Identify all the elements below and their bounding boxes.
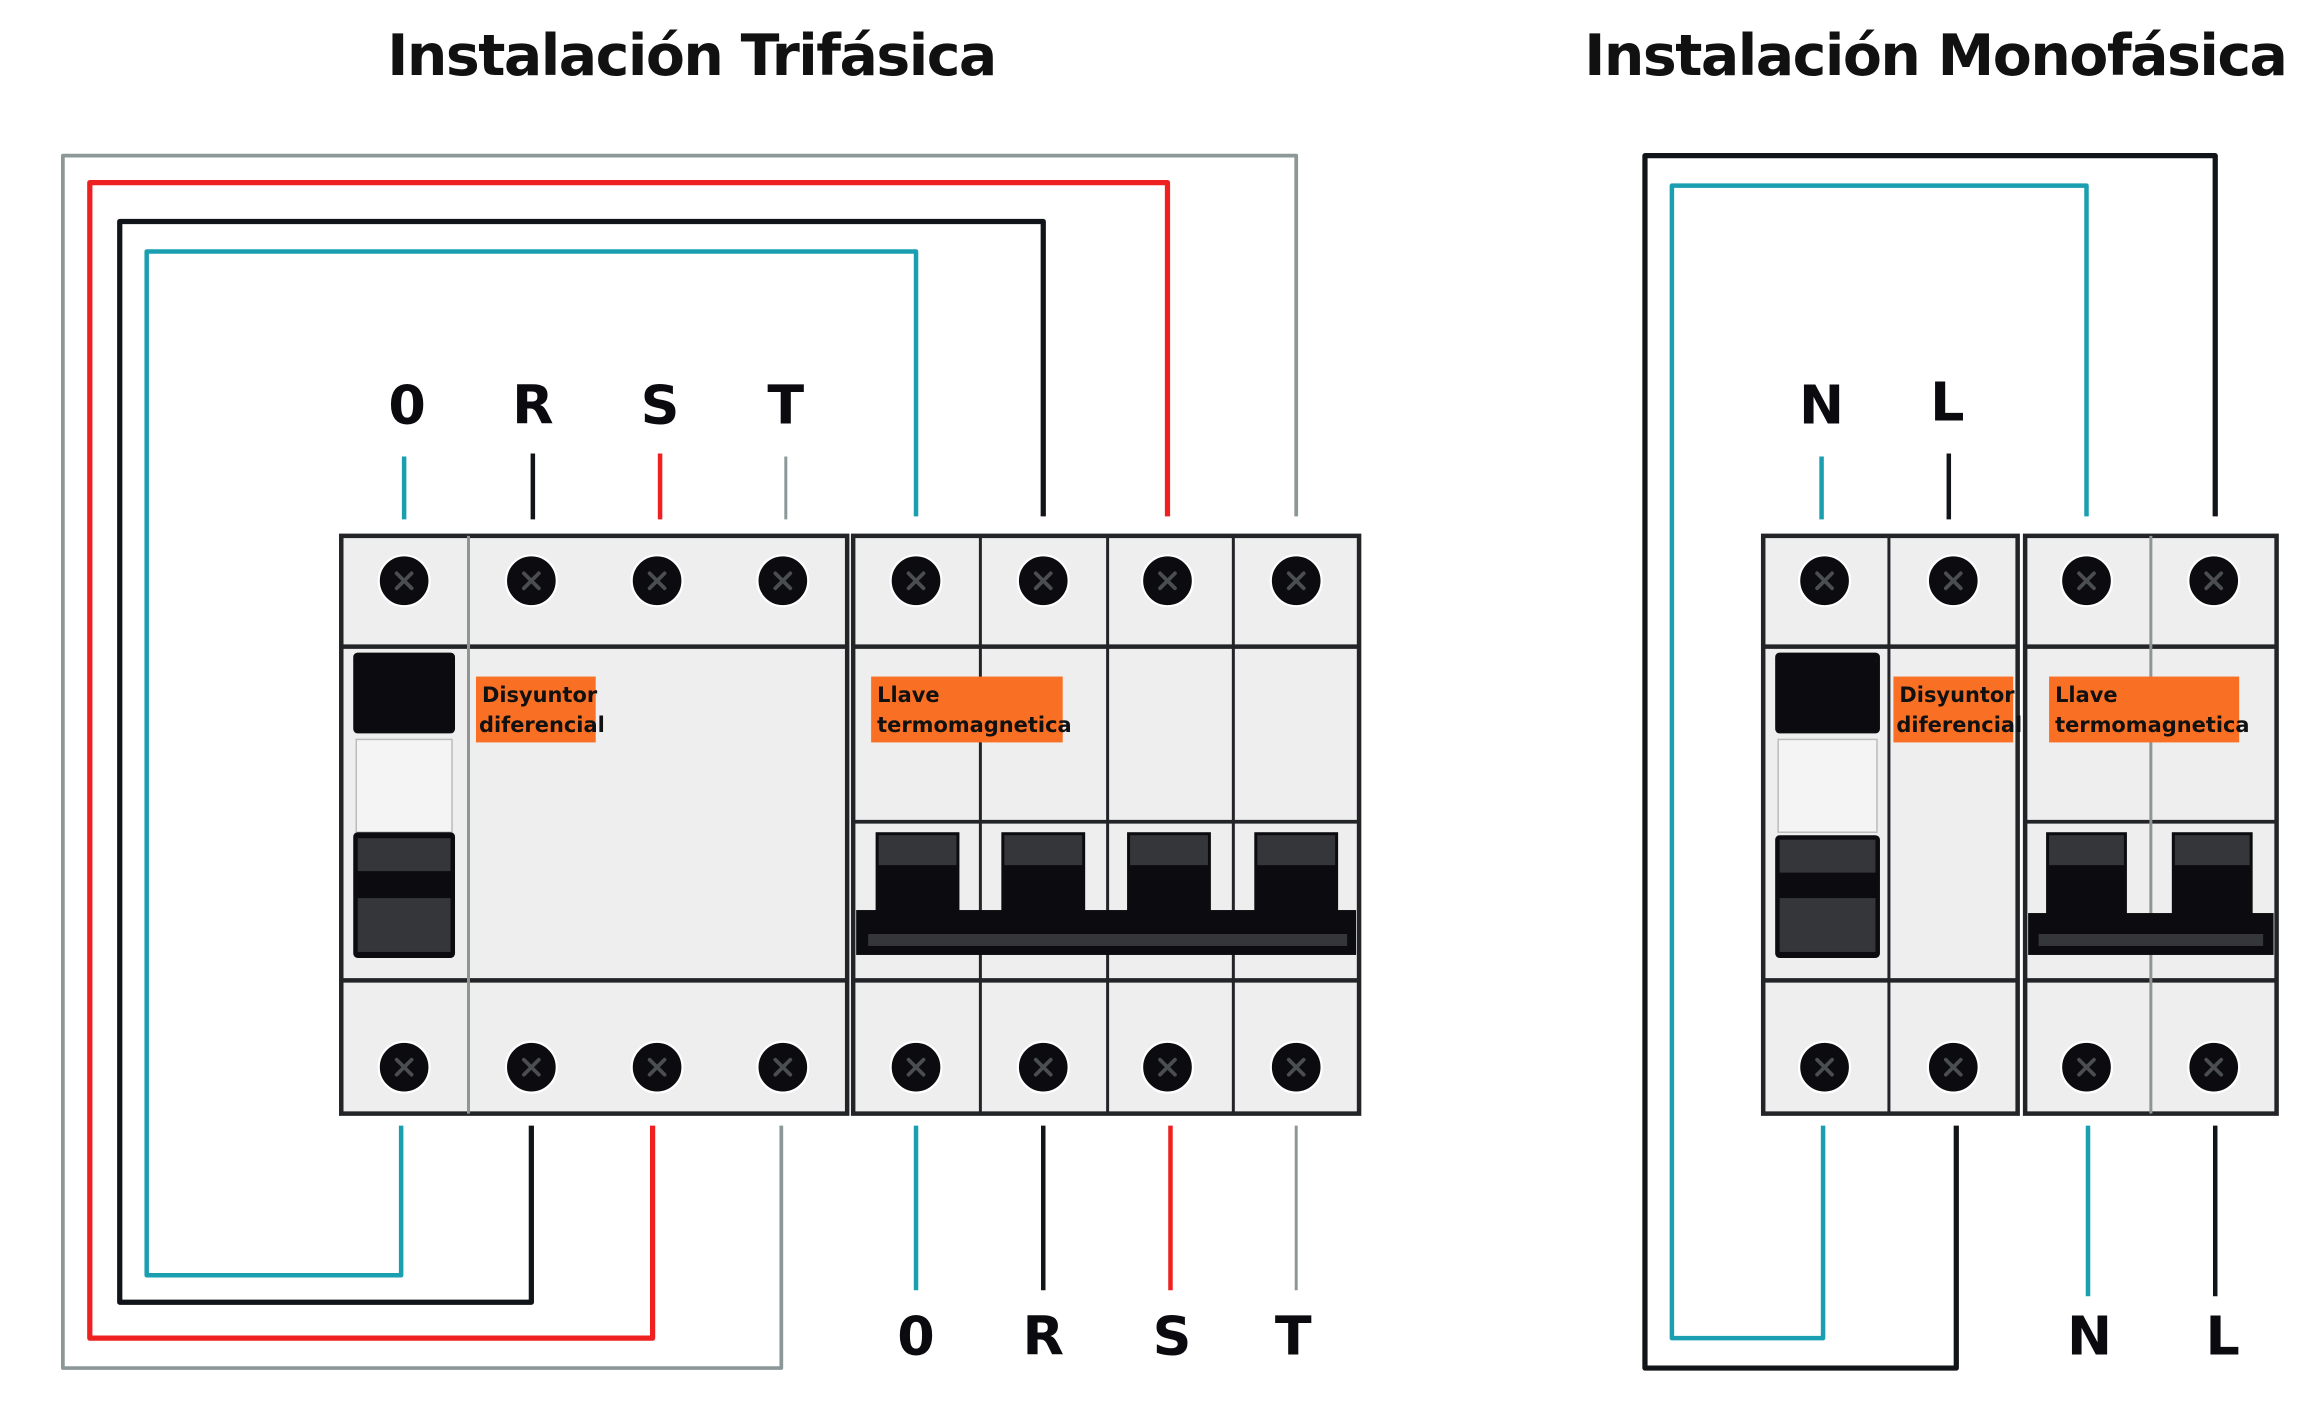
rcd-tag-line2: diferencial	[479, 713, 605, 737]
mono-mcb-tag: Llave termomagnetica	[2049, 676, 2250, 743]
tri-top-label-0: 0	[388, 374, 426, 437]
wire-n-loop	[1669, 183, 2089, 1341]
terminal-screw-icon[interactable]	[756, 554, 810, 608]
tri-top-label-s: S	[641, 374, 680, 437]
terminal-screw-icon[interactable]	[1926, 1040, 1980, 1094]
terminal-screw-icon[interactable]	[756, 1040, 810, 1094]
mono-rcd-tag-line1: Disyuntor	[1899, 683, 2015, 707]
terminal-screw-icon[interactable]	[1269, 554, 1323, 608]
mono-mcb-tag-line1: Llave	[2055, 683, 2118, 707]
terminal-screw-icon[interactable]	[1798, 554, 1852, 608]
mcb-tag: Llave termomagnetica	[871, 676, 1072, 743]
mono-rcd-tag: Disyuntor diferencial	[1893, 676, 2022, 743]
terminal-screw-icon[interactable]	[377, 554, 431, 608]
wire-r-loop	[117, 218, 1046, 1305]
tri-mcb-device: Llave termomagnetica	[850, 533, 1362, 1116]
terminal-screw-icon[interactable]	[1926, 554, 1980, 608]
wire-neutral-loop	[144, 249, 919, 1278]
terminal-screw-icon[interactable]	[1798, 1040, 1852, 1094]
rcd-tag-line1: Disyuntor	[482, 683, 598, 707]
terminal-screw-icon[interactable]	[630, 1040, 684, 1094]
terminal-screw-icon[interactable]	[1269, 1040, 1323, 1094]
tri-bottom-label-s: S	[1153, 1305, 1192, 1368]
terminal-screw-icon[interactable]	[1140, 1040, 1195, 1094]
tri-bottom-label-t: T	[1275, 1305, 1312, 1368]
mono-top-label-l: L	[1930, 371, 1964, 434]
single-phase-title: Instalación Monofásica	[1584, 23, 2286, 89]
mono-top-label-n: N	[1799, 374, 1844, 437]
tri-rcd-device: Disyuntor diferencial	[339, 533, 850, 1116]
tri-top-label-r: R	[512, 374, 554, 437]
rcd-toggle-top[interactable]	[353, 652, 456, 734]
terminal-screw-icon[interactable]	[630, 554, 684, 608]
terminal-screw-icon[interactable]	[504, 554, 558, 608]
mono-bottom-label-n: N	[2067, 1305, 2112, 1368]
tri-bottom-label-r: R	[1023, 1305, 1065, 1368]
mono-rcd-device: Disyuntor diferencial	[1760, 533, 2022, 1116]
wire-s-loop	[87, 179, 1171, 1341]
mono-mcb-tag-line2: termomagnetica	[2055, 713, 2250, 737]
tri-top-label-t: T	[767, 374, 804, 437]
terminal-screw-icon[interactable]	[2187, 554, 2241, 608]
mcb-tag-line2: termomagnetica	[877, 713, 1071, 737]
mcb-tag-line1: Llave	[877, 683, 940, 707]
three-phase-title: Instalación Trifásica	[387, 23, 996, 89]
terminal-screw-icon[interactable]	[2187, 1040, 2241, 1094]
tri-bottom-label-0: 0	[897, 1305, 935, 1368]
terminal-screw-icon[interactable]	[1016, 554, 1070, 608]
terminal-screw-icon[interactable]	[889, 1040, 943, 1094]
mono-rcd-tag-line2: diferencial	[1896, 713, 2022, 737]
rcd-tag: Disyuntor diferencial	[475, 676, 605, 743]
mono-bottom-label-l: L	[2206, 1305, 2240, 1368]
terminal-screw-icon[interactable]	[2059, 554, 2114, 608]
wire-t-loop	[60, 153, 1299, 1370]
wire-l-loop	[1642, 153, 2218, 1371]
terminal-screw-icon[interactable]	[1140, 554, 1195, 608]
terminal-screw-icon[interactable]	[377, 1040, 431, 1094]
mono-rcd-toggle-top[interactable]	[1775, 652, 1880, 734]
terminal-screw-icon[interactable]	[2059, 1040, 2114, 1094]
mono-mcb-device: Llave termomagnetica	[2022, 533, 2279, 1116]
terminal-screw-icon[interactable]	[504, 1040, 558, 1094]
terminal-screw-icon[interactable]	[1016, 1040, 1070, 1094]
terminal-screw-icon[interactable]	[889, 554, 943, 608]
